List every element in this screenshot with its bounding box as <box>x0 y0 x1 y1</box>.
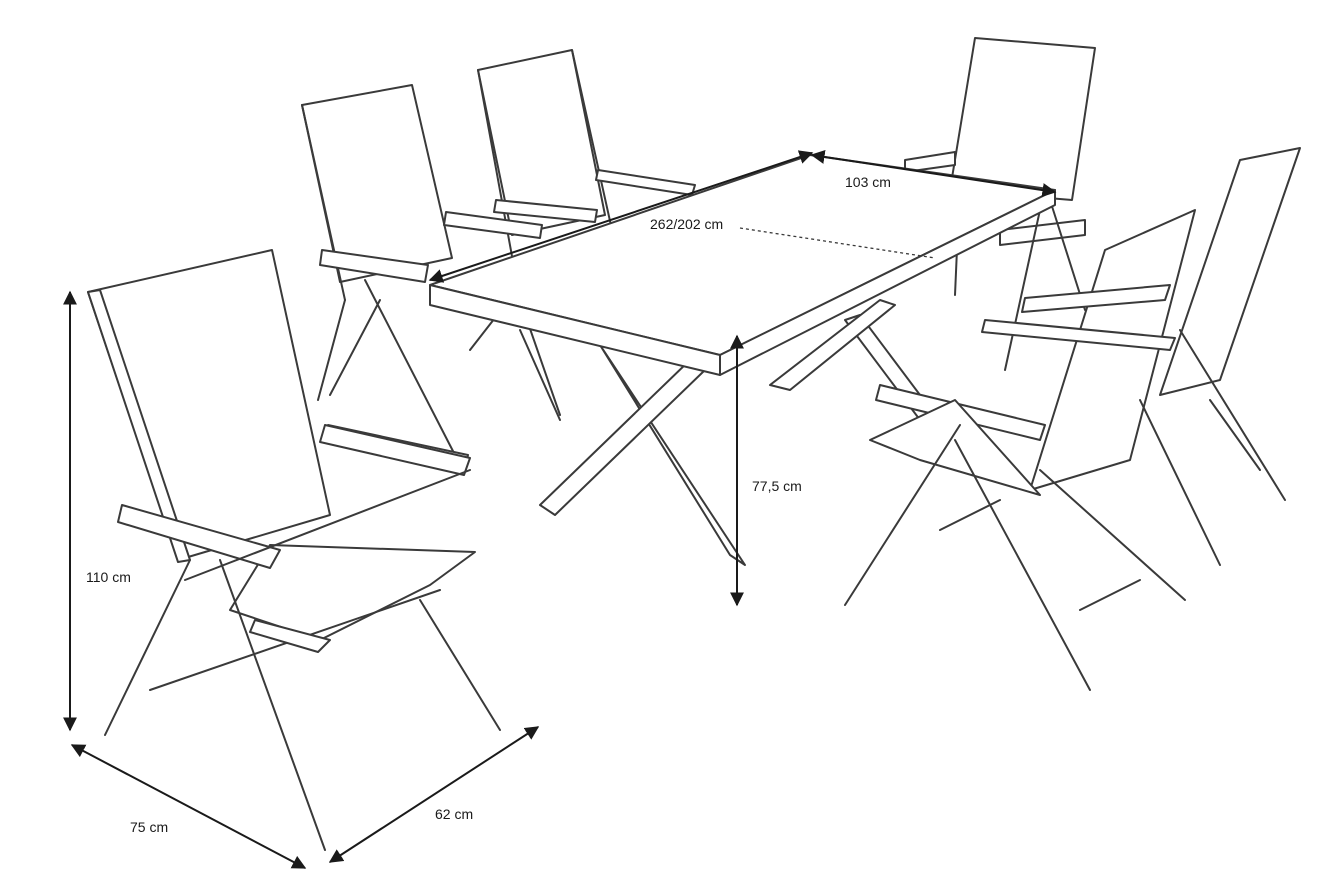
dimension-chair-width: 62 cm <box>328 726 540 863</box>
dimension-table-width: 103 cm <box>810 149 1057 198</box>
table-leg-front <box>599 344 746 566</box>
chair-front-left <box>87 249 501 851</box>
dimension-table-length: 262/202 cm <box>428 150 814 283</box>
label-chair-depth: 75 cm <box>130 819 168 835</box>
label-chair-width: 62 cm <box>435 806 473 822</box>
label-table-width: 103 cm <box>845 174 891 190</box>
dimension-chair-height: 110 cm <box>63 290 131 732</box>
label-table-height: 77,5 cm <box>752 478 802 494</box>
dimension-table-height: 77,5 cm <box>730 334 802 607</box>
chair-front-right-2 <box>981 147 1301 566</box>
dimension-chair-depth: 75 cm <box>70 744 307 869</box>
label-chair-height: 110 cm <box>86 569 131 585</box>
chair-front-right-1 <box>844 209 1196 691</box>
label-table-length: 262/202 cm <box>650 216 723 232</box>
